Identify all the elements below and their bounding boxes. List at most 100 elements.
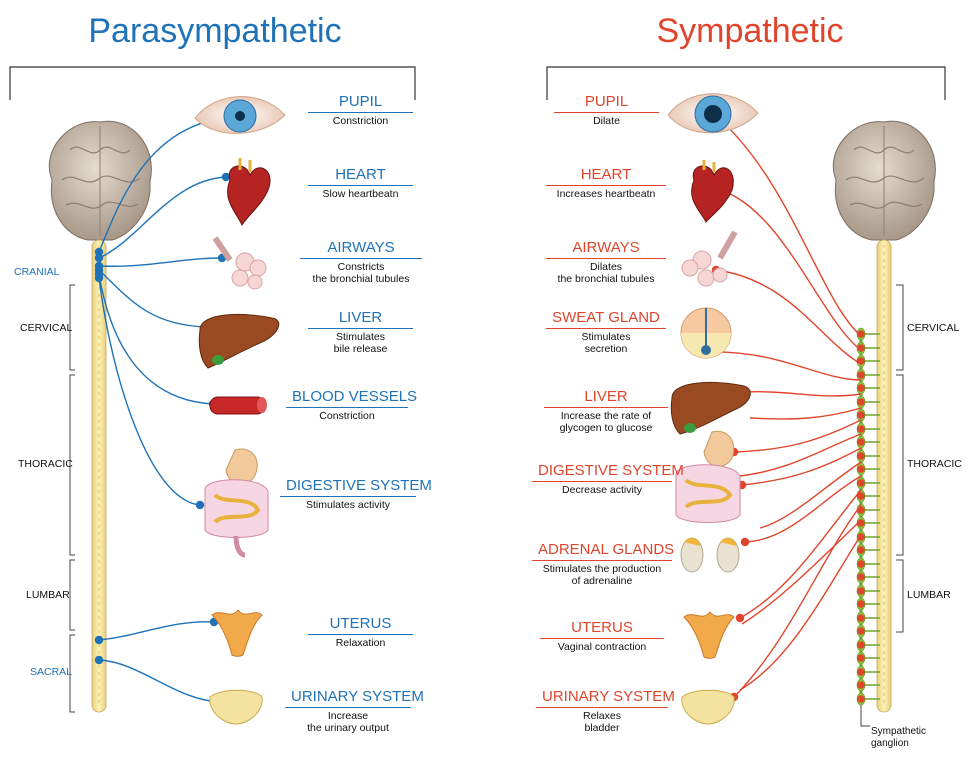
left-eye-icon xyxy=(194,96,286,134)
left-uterus-icon xyxy=(211,609,263,657)
sympathetic-title: Sympathetic xyxy=(656,12,844,50)
symp-label-sweat-gland: SWEAT GLAND Stimulates secretion xyxy=(546,309,666,355)
symp-ganglion-dot-0 xyxy=(857,330,865,338)
symp-ganglion-dot-11 xyxy=(857,479,865,487)
parasympathetic-title: Parasympathetic xyxy=(88,12,342,50)
right-eye-icon xyxy=(667,93,759,134)
symp-label-airways: AIRWAYS Dilates the bronchial tubules xyxy=(546,239,666,285)
symp-nerve-0 xyxy=(716,116,862,337)
left-blood-vessel-icon xyxy=(209,396,267,415)
symp-ganglion-dot-6 xyxy=(857,411,865,419)
symp-ganglion-dot-5 xyxy=(857,398,865,406)
right-brain-icon xyxy=(832,120,936,241)
symp-ganglion-dot-19 xyxy=(857,587,865,595)
symp-ganglion-dot-22 xyxy=(857,627,865,635)
symp-ganglion-dot-16 xyxy=(857,546,865,554)
symp-ganglion-dot-26 xyxy=(857,681,865,689)
symp-nerve-10 xyxy=(744,475,862,543)
right-liver-icon xyxy=(670,381,751,435)
symp-nerve-7 xyxy=(739,433,862,477)
right-digestive-system-icon xyxy=(675,430,741,523)
region-label-lumbar-right: LUMBAR xyxy=(907,589,951,601)
para-label-urinary-system: URINARY SYSTEM Increase the urinary outp… xyxy=(285,688,424,734)
para-nerve-3 xyxy=(98,269,207,328)
right-airways-icon xyxy=(681,230,738,287)
symp-ganglion-dot-24 xyxy=(857,654,865,662)
para-label-liver: LIVER Stimulates bile release xyxy=(308,309,413,355)
symp-ganglion-dot-17 xyxy=(857,560,865,568)
symp-nerve-9 xyxy=(759,461,862,529)
symp-ganglion-dot-7 xyxy=(857,425,865,433)
symp-nerve-12 xyxy=(733,504,862,698)
symp-ganglion-dot-12 xyxy=(857,492,865,500)
right-sweat-gland-icon xyxy=(680,307,732,359)
para-label-digestive-system: DIGESTIVE SYSTEM Stimulates activity xyxy=(280,477,432,511)
para-label-blood-vessels: BLOOD VESSELS Constriction xyxy=(286,388,417,422)
region-label-cranial: CRANIAL xyxy=(14,266,60,278)
symp-ganglion-dot-15 xyxy=(857,533,865,541)
symp-nerve-1 xyxy=(711,187,862,351)
symp-ganglion-dot-25 xyxy=(857,668,865,676)
right-heart-icon xyxy=(691,160,734,223)
symp-nerve-14 xyxy=(739,534,862,691)
symp-ganglion-dot-8 xyxy=(857,438,865,446)
left-heart-icon xyxy=(227,158,271,227)
symp-nerve-5 xyxy=(749,407,862,420)
region-label-sacral: SACRAL xyxy=(30,666,73,678)
left-liver-icon xyxy=(198,313,280,369)
para-nerve-7 xyxy=(98,659,221,703)
region-label-lumbar: LUMBAR xyxy=(26,589,70,601)
right-spinal-cord xyxy=(876,239,892,713)
para-synapse-dot-6 xyxy=(94,635,104,645)
para-nerve-1 xyxy=(98,176,227,259)
para-nerve-4 xyxy=(98,273,214,405)
symp-label-digestive-system: DIGESTIVE SYSTEM Decrease activity xyxy=(532,462,684,496)
symp-label-adrenal-glands: ADRENAL GLANDS Stimulates the production… xyxy=(532,541,674,587)
symp-ganglion-dot-1 xyxy=(857,344,865,352)
para-nerve-5 xyxy=(98,277,201,506)
symp-ganglion-dot-23 xyxy=(857,641,865,649)
symp-label-liver: LIVER Increase the rate of glycogen to g… xyxy=(544,388,668,434)
region-label-cervical: CERVICAL xyxy=(20,322,73,334)
para-synapse-dot-13 xyxy=(195,500,205,510)
left-bladder-icon xyxy=(209,689,263,725)
region-label-thoracic: THORACIC xyxy=(18,458,73,470)
symp-ganglion-dot-9 xyxy=(857,452,865,460)
symp-ganglion-dot-21 xyxy=(857,614,865,622)
para-synapse-dot-7 xyxy=(94,655,104,665)
symp-nerve-11 xyxy=(739,489,862,619)
symp-nerve-8 xyxy=(741,447,862,486)
symp-label-uterus: UTERUS Vaginal contraction xyxy=(540,619,664,653)
right-bracket xyxy=(546,66,946,100)
right-adrenal-glands-icon xyxy=(680,537,740,573)
para-label-airways: AIRWAYS Constricts the bronchial tubules xyxy=(300,239,422,285)
symp-ganglion-dot-2 xyxy=(857,357,865,365)
right-bladder-icon xyxy=(681,689,735,725)
para-label-uterus: UTERUS Relaxation xyxy=(308,615,413,649)
symp-synapse-dot-11 xyxy=(735,613,745,623)
region-label-thoracic-right: THORACIC xyxy=(907,458,962,470)
para-label-heart: HEART Slow heartbeatn xyxy=(308,166,413,200)
symp-ganglion-dot-20 xyxy=(857,600,865,608)
symp-ganglion-dot-3 xyxy=(857,371,865,379)
left-digestive-system-icon xyxy=(204,448,269,558)
left-bracket xyxy=(9,66,416,100)
symp-ganglion-dot-13 xyxy=(857,506,865,514)
symp-nerve-3 xyxy=(707,351,862,381)
symp-nerve-2 xyxy=(715,269,862,365)
symp-label-pupil: PUPIL Dilate xyxy=(554,93,659,127)
para-synapse-dot-1 xyxy=(94,253,104,263)
symp-synapse-dot-10 xyxy=(740,537,750,547)
para-synapse-dot-9 xyxy=(221,172,231,182)
symp-ganglion-dot-18 xyxy=(857,573,865,581)
para-label-pupil: PUPIL Constriction xyxy=(308,93,413,127)
symp-nerve-4 xyxy=(745,391,862,397)
sympathetic-ganglion-label: Sympathetic ganglion xyxy=(871,726,927,749)
symp-ganglion-dot-10 xyxy=(857,465,865,473)
right-uterus-icon xyxy=(683,611,735,659)
symp-nerve-6 xyxy=(733,419,862,453)
para-nerve-6 xyxy=(98,621,215,641)
symp-ganglion-dot-27 xyxy=(857,695,865,703)
